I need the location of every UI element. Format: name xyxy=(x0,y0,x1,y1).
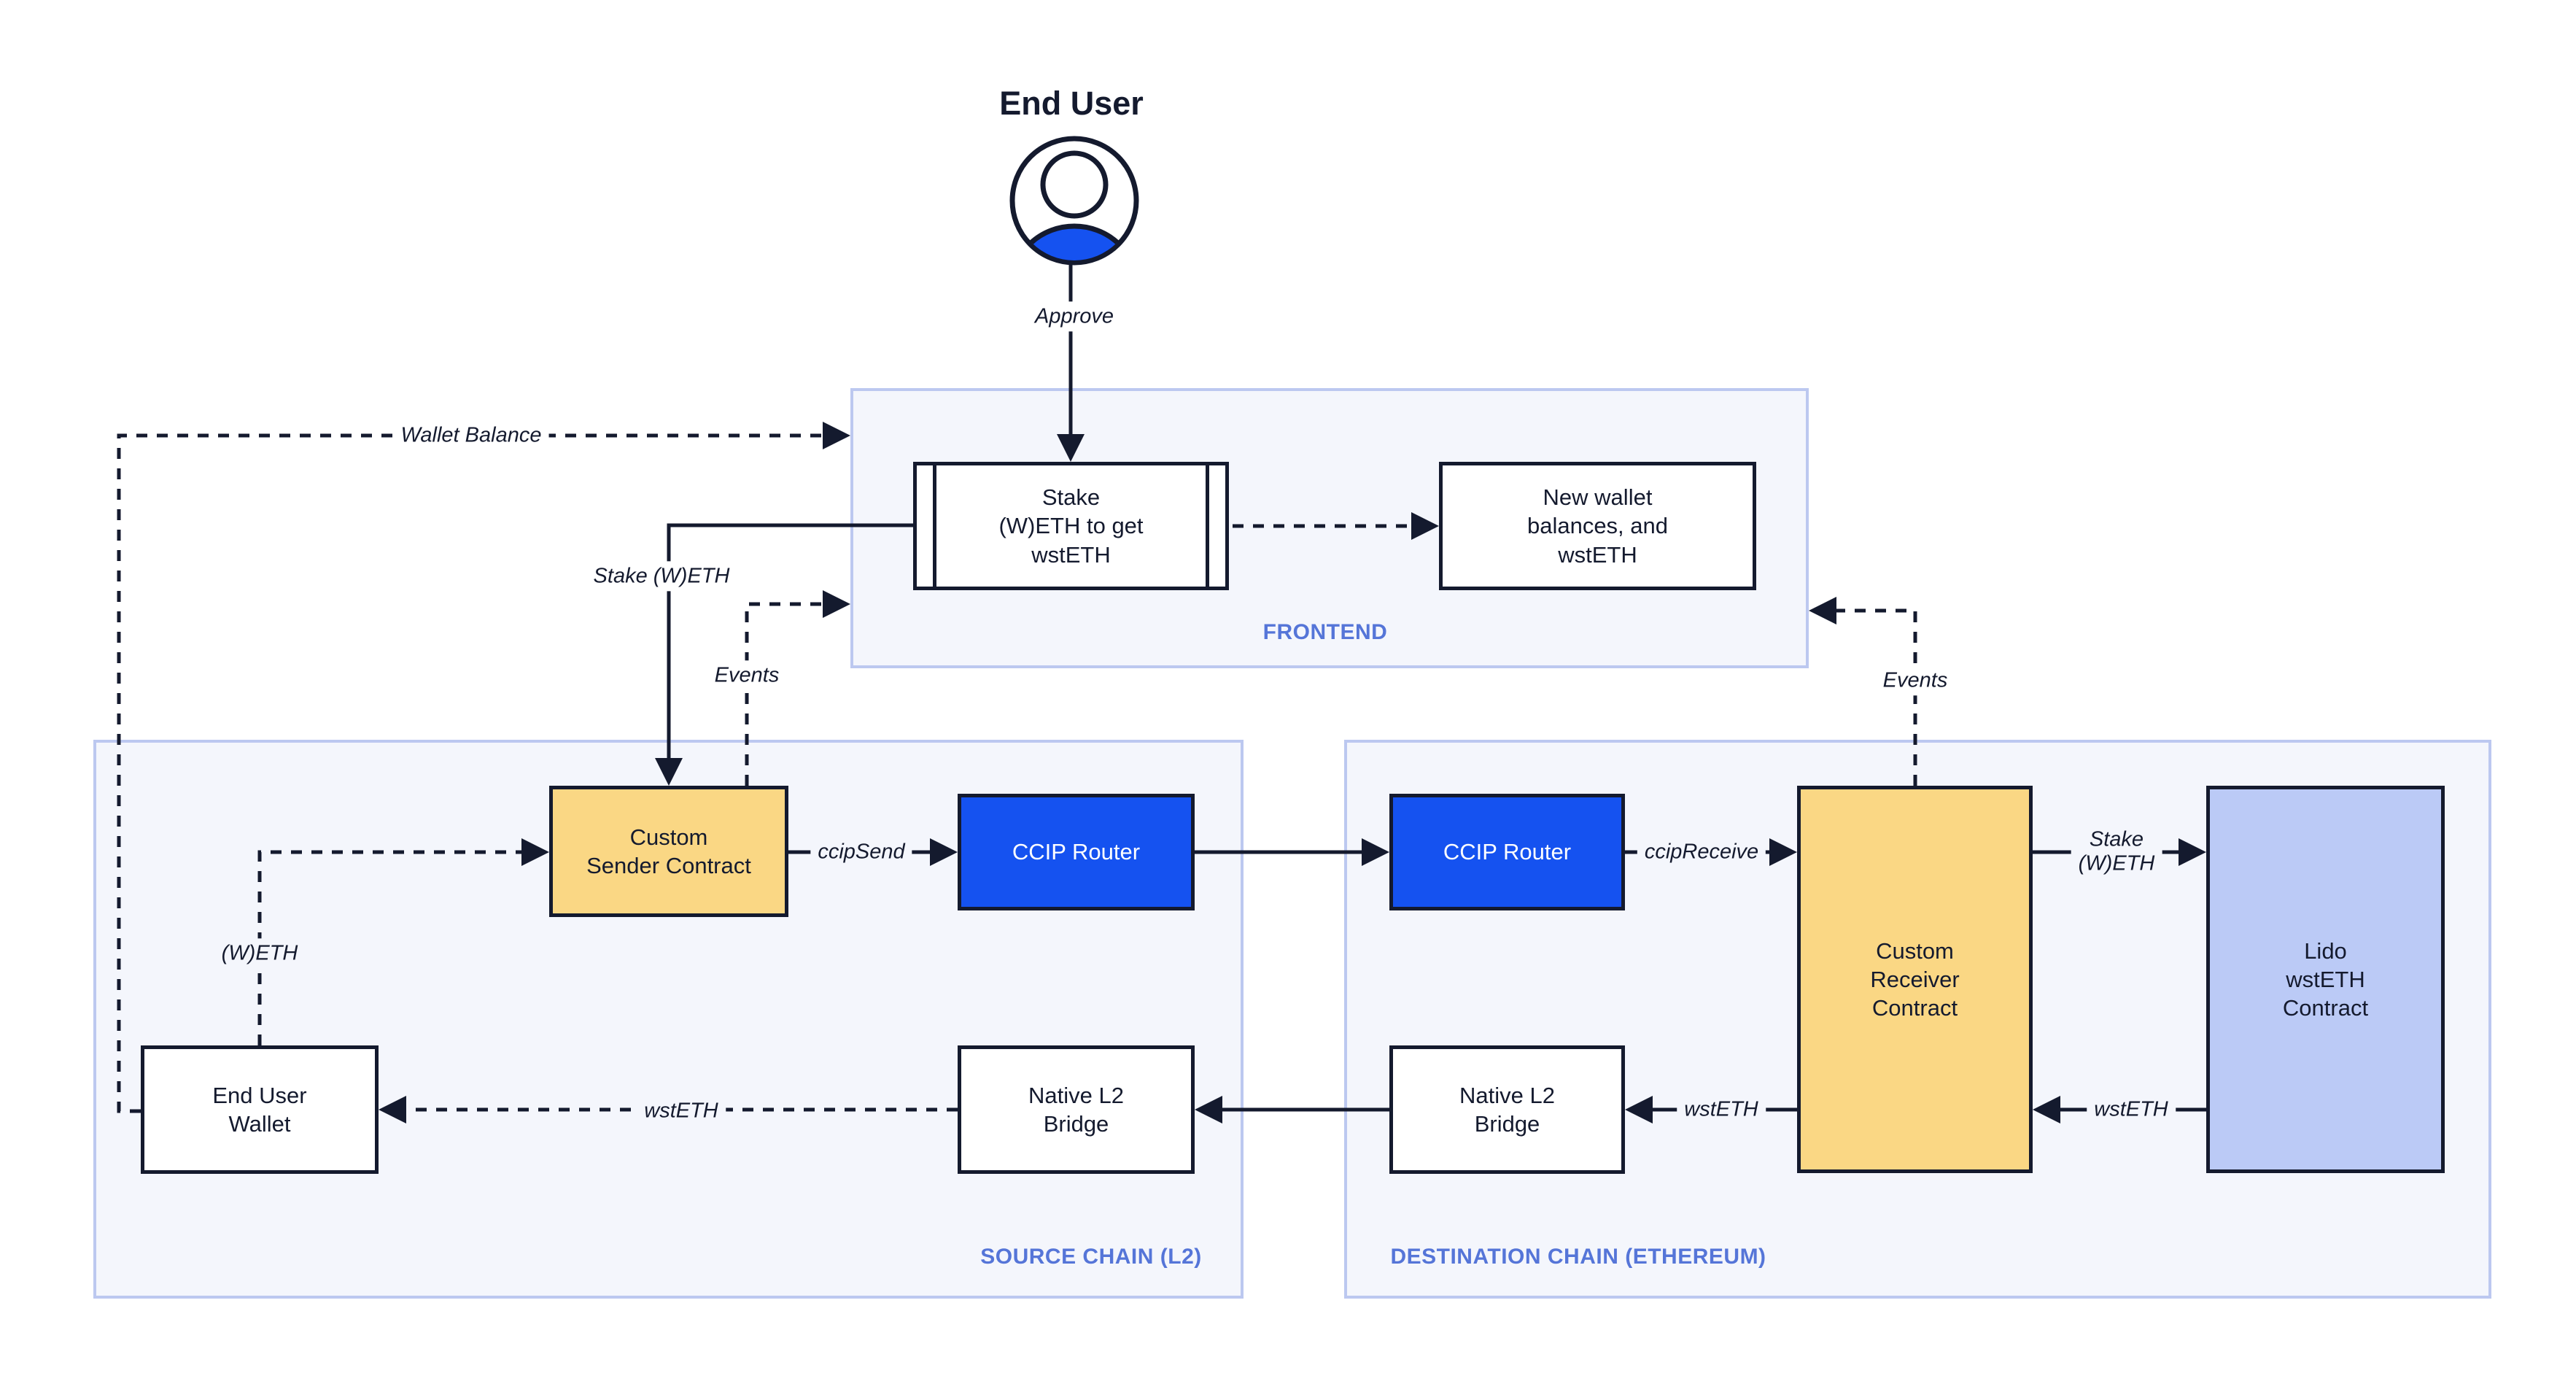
node-new-wallet: New wallet balances, and wstETH xyxy=(1439,462,1756,590)
label-events-left: Events xyxy=(707,660,787,691)
destination-chain-label: DESTINATION CHAIN (ETHEREUM) xyxy=(1390,1245,1766,1269)
end-user-icon xyxy=(1009,136,1139,266)
node-end-user-wallet: End User Wallet xyxy=(141,1045,379,1174)
frontend-label: FRONTEND xyxy=(1262,620,1388,644)
node-custom-receiver: Custom Receiver Contract xyxy=(1797,786,2033,1173)
label-ccipsend: ccipSend xyxy=(810,837,912,867)
label-events-right: Events xyxy=(1875,665,1955,696)
label-wsteth-source: wstETH xyxy=(637,1096,726,1126)
edge-wallet-balance xyxy=(117,433,823,1113)
label-ccipreceive: ccipReceive xyxy=(1637,837,1766,867)
end-user-title: End User xyxy=(999,85,1144,122)
label-weth: (W)ETH xyxy=(214,938,306,969)
label-approve: Approve xyxy=(1027,301,1122,332)
label-wsteth-bridge: wstETH xyxy=(1677,1094,1766,1125)
edge-stake-weth xyxy=(667,523,913,759)
node-stake-box: Stake (W)ETH to get wstETH xyxy=(913,462,1229,590)
source-chain-label: SOURCE CHAIN (L2) xyxy=(980,1245,1202,1269)
edge-weth xyxy=(257,850,521,1045)
label-wsteth-lido: wstETH xyxy=(2087,1094,2176,1125)
arrowheads xyxy=(379,422,2206,1124)
edge-events-left xyxy=(745,602,823,786)
node-ccip-router-source: CCIP Router xyxy=(958,794,1195,910)
label-stake-weth-dest: Stake (W)ETH xyxy=(2071,824,2162,880)
node-lido-contract: Lido wstETH Contract xyxy=(2206,786,2445,1173)
node-native-bridge-dest: Native L2 Bridge xyxy=(1389,1045,1625,1174)
label-wallet-balance: Wallet Balance xyxy=(393,420,549,451)
label-stake-weth: Stake (W)ETH xyxy=(586,561,737,592)
edge-events-right xyxy=(1836,608,1917,786)
node-custom-sender: Custom Sender Contract xyxy=(549,786,788,917)
node-native-bridge-source: Native L2 Bridge xyxy=(958,1045,1195,1174)
node-ccip-router-dest: CCIP Router xyxy=(1389,794,1625,910)
